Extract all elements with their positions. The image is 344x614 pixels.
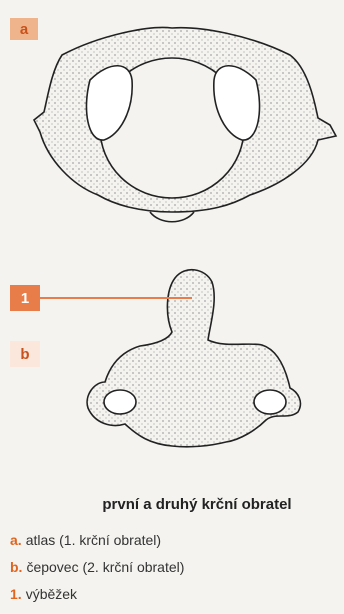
- legend-key: 1.: [10, 586, 22, 602]
- legend-item: a.atlas (1. krční obratel): [10, 527, 184, 554]
- legend-key: a.: [10, 532, 22, 548]
- figure-label-b: b: [10, 341, 40, 367]
- atlas-vertebra: [34, 27, 336, 221]
- legend: a.atlas (1. krční obratel) b.čepovec (2.…: [10, 527, 184, 608]
- leader-line: [40, 297, 192, 299]
- figure-label-1: 1: [10, 285, 40, 311]
- legend-text: atlas (1. krční obratel): [26, 532, 161, 548]
- legend-item: 1.výběžek: [10, 581, 184, 608]
- figure-caption-title: první a druhý krční obratel: [62, 496, 332, 513]
- legend-text: čepovec (2. krční obratel): [26, 559, 184, 575]
- legend-item: b.čepovec (2. krční obratel): [10, 554, 184, 581]
- legend-text: výběžek: [26, 586, 77, 602]
- legend-key: b.: [10, 559, 22, 575]
